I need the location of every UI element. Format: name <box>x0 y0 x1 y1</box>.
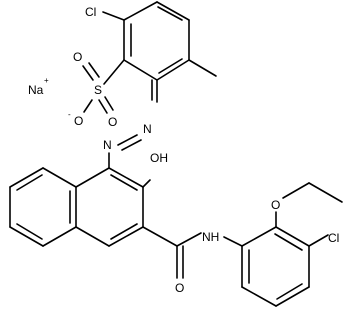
bond <box>75 226 110 247</box>
hydroxyl-label: OH <box>150 151 168 165</box>
oxygen-label: O <box>73 50 82 64</box>
bond <box>156 1 190 21</box>
bond <box>123 1 158 21</box>
sulfur-label: S <box>94 83 102 97</box>
bond <box>274 233 303 251</box>
negative-charge: - <box>68 110 71 119</box>
bond <box>142 179 151 188</box>
bond <box>98 99 108 114</box>
sodium-label: Na <box>28 83 44 97</box>
bond <box>42 167 77 188</box>
positive-charge: + <box>44 76 49 85</box>
bond <box>9 226 44 247</box>
oxygen-label: O <box>271 198 280 212</box>
bond <box>142 226 178 247</box>
bond <box>83 99 93 113</box>
bond <box>104 96 114 111</box>
bond <box>110 174 138 191</box>
bond <box>276 283 303 300</box>
oxygen-label: O <box>108 115 117 129</box>
bond <box>88 62 100 78</box>
bond <box>16 223 43 240</box>
bond <box>82 65 94 81</box>
bond <box>16 174 43 191</box>
bond <box>158 58 183 74</box>
naphthalene-bonds <box>9 167 144 247</box>
bond <box>42 226 77 247</box>
bond <box>282 182 310 199</box>
bond <box>241 226 277 247</box>
bond <box>121 139 142 151</box>
bond <box>110 223 138 240</box>
bond <box>275 226 310 247</box>
bond <box>156 59 190 81</box>
oxygen-anion-label: O <box>74 114 83 128</box>
bond <box>223 236 243 247</box>
bond <box>123 59 158 81</box>
oxygen-label: O <box>175 281 184 295</box>
bond <box>102 11 125 21</box>
bond <box>308 234 329 247</box>
bond <box>108 167 144 188</box>
chlorine-label: Cl <box>328 231 339 245</box>
bond <box>117 134 138 146</box>
bond <box>9 167 44 188</box>
bond <box>188 59 217 77</box>
bond <box>157 6 183 21</box>
bond <box>308 182 343 203</box>
ring-c-bonds <box>241 226 310 307</box>
ring-a-bonds <box>123 1 190 81</box>
bond <box>75 167 110 188</box>
bond <box>275 286 310 307</box>
bond <box>103 59 125 85</box>
nitrogen-label: N <box>103 138 112 152</box>
bond <box>108 226 144 247</box>
bond <box>241 286 277 307</box>
nitrogen-label: N <box>143 122 152 136</box>
bond <box>176 232 202 247</box>
amine-label: NH <box>202 230 219 244</box>
chlorine-label: Cl <box>85 5 96 19</box>
